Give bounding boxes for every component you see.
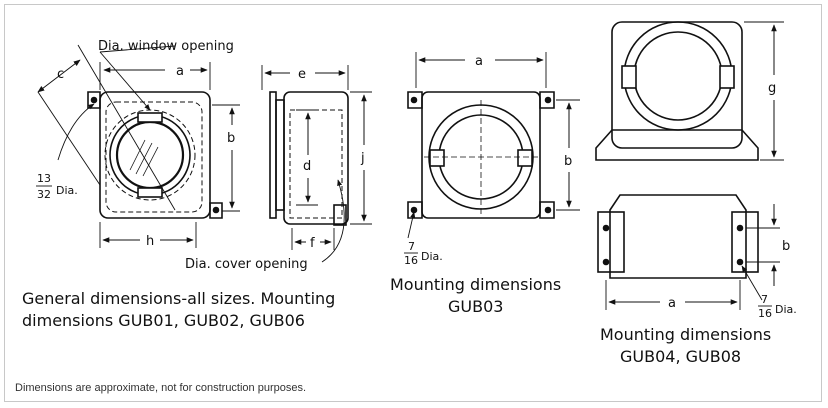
dim-j-label: j [360, 151, 365, 166]
dim-h-label: h [146, 234, 154, 249]
gub03-hole-denominator: 16 [404, 254, 418, 267]
dim-a-label: a [176, 64, 184, 79]
figure-general-front-view [37, 44, 240, 248]
figure1-caption-line1: General dimensions-all sizes. Mounting [22, 289, 335, 308]
gub03-dim-a-label: a [475, 54, 483, 69]
dim-b-label: b [227, 131, 235, 146]
dim-d-label: d [303, 159, 311, 174]
figure4-caption-line2: GUB04, GUB08 [620, 347, 741, 366]
dim-c-label: c [57, 67, 64, 82]
cover-opening-label: Dia. cover opening [185, 257, 308, 272]
figure-gub04-plan [597, 194, 780, 310]
hole-dia-unit: Dia. [56, 184, 78, 197]
hole-dia-numerator: 13 [37, 172, 51, 185]
figure4-caption-line1: Mounting dimensions [600, 325, 771, 344]
figure-gub03 [407, 52, 580, 239]
gub03-hole-unit: Dia. [421, 250, 443, 263]
figure-side-view [261, 65, 372, 263]
gub04-hole-denominator: 16 [758, 307, 772, 320]
dim-f-label: f [310, 236, 315, 251]
gub03-dim-b-label: b [564, 154, 572, 169]
gub04-hole-numerator: 7 [761, 293, 768, 306]
figure3-caption-line1: Mounting dimensions [390, 275, 561, 294]
dim-e-label: e [298, 67, 306, 82]
figure3-caption-line2: GUB03 [448, 297, 503, 316]
figure1-caption-line2: dimensions GUB01, GUB02, GUB06 [22, 311, 305, 330]
gub04-dim-b-label: b [782, 239, 790, 254]
hole-dia-denominator: 32 [37, 188, 51, 201]
figure-gub04-front [595, 21, 784, 161]
gub04-dim-a-label: a [668, 296, 676, 311]
window-opening-label: Dia. window opening [98, 39, 234, 54]
footnote: Dimensions are approximate, not for cons… [15, 382, 307, 394]
gub04-dim-g-label: g [768, 81, 776, 96]
gub04-hole-unit: Dia. [775, 303, 797, 316]
gub03-hole-numerator: 7 [408, 240, 415, 253]
